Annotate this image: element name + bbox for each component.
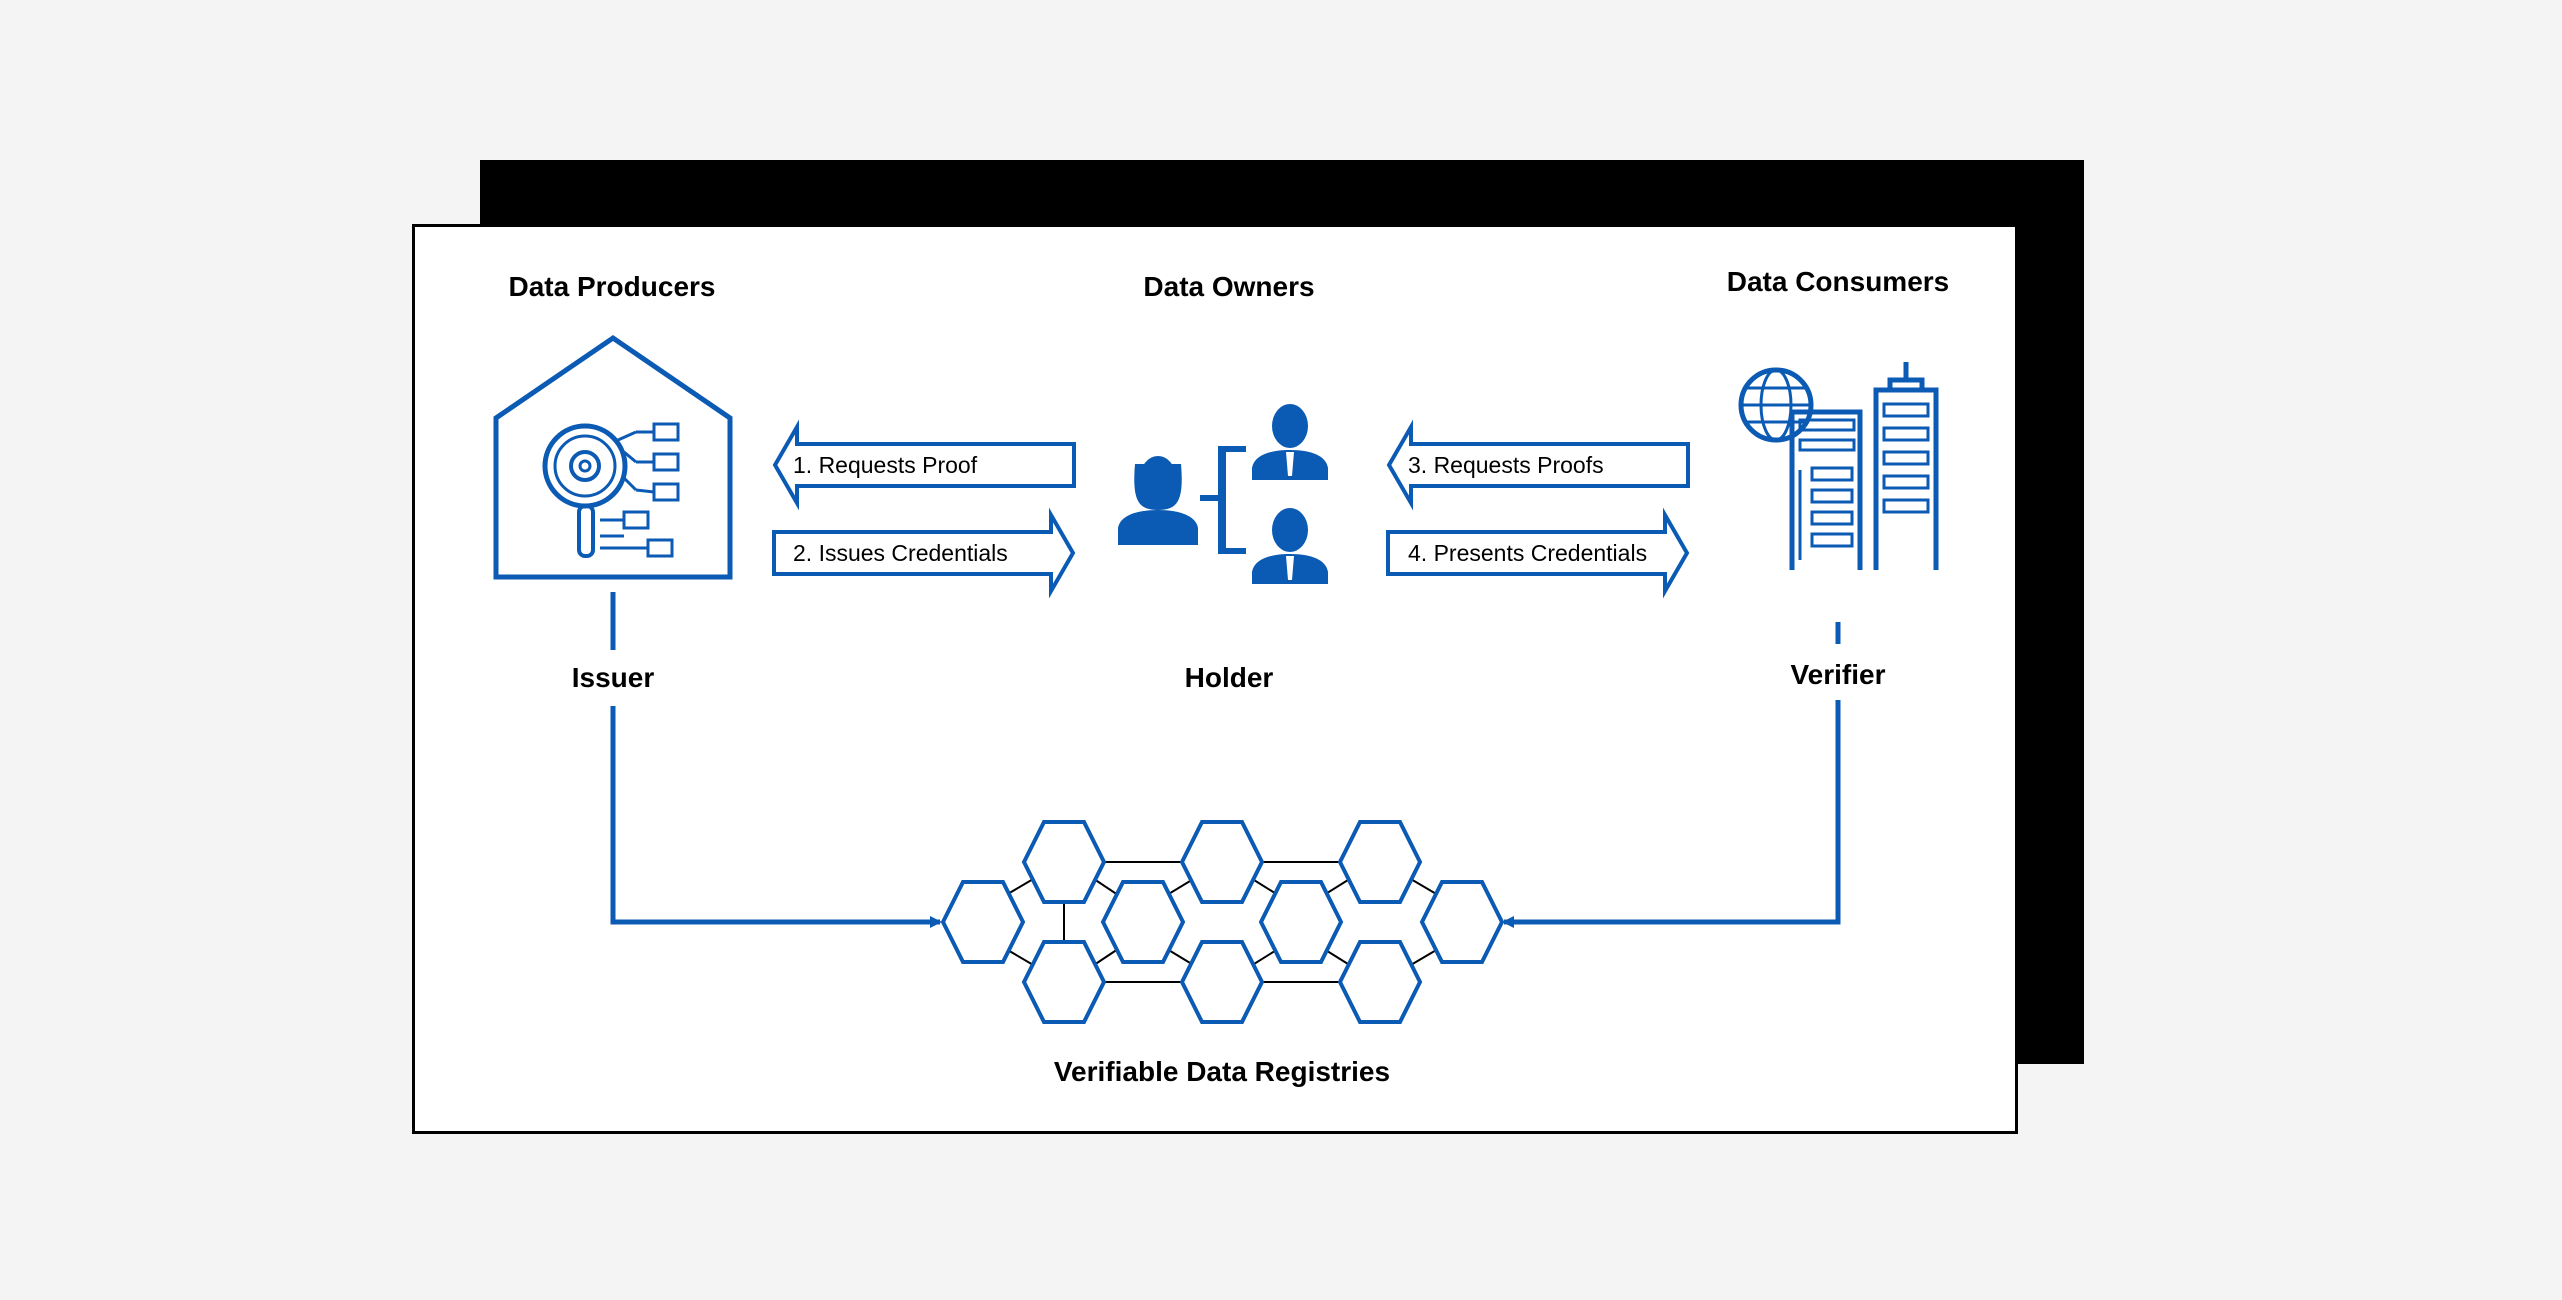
issuer-house-icon: [493, 334, 733, 580]
registry-label: Verifiable Data Registries: [1054, 1056, 1390, 1087]
arrow-presents-credentials: [1386, 507, 1690, 599]
group-label-data-consumers: Data Consumers: [1727, 266, 1950, 297]
role-label-issuer: Issuer: [572, 662, 655, 693]
role-label-holder: Holder: [1185, 662, 1274, 693]
holder-people-icon: [1118, 404, 1328, 584]
holder-ties: [1286, 452, 1294, 580]
flow-label-requests-proofs: 3. Requests Proofs: [1408, 452, 1604, 478]
arrow-requests-proofs: [1386, 419, 1690, 511]
verifier-to-registry-line: [1502, 700, 1841, 928]
verifier-buildings-icon: [1738, 362, 1939, 570]
role-label-verifier: Verifier: [1791, 659, 1886, 690]
flow-label-presents-credentials: 4. Presents Credentials: [1408, 540, 1647, 566]
arrow-issues-credentials: [772, 507, 1076, 599]
group-label-data-producers: Data Producers: [509, 271, 716, 302]
registry-hexagon-node: [1419, 880, 1505, 964]
registry-hexagon-node: [1179, 820, 1265, 904]
registry-hexagon-node: [1337, 940, 1423, 1024]
registry-hexagon-node: [940, 880, 1026, 964]
registry-hexagon-node: [1100, 880, 1186, 964]
registry-hexagon-network: [940, 820, 1505, 1024]
registry-hexagon-node: [1021, 820, 1107, 904]
issuer-to-registry-line: [610, 706, 942, 928]
flow-label-requests-proof: 1. Requests Proof: [793, 452, 978, 478]
arrow-requests-proof: [772, 419, 1076, 511]
registry-hexagon-node: [1337, 820, 1423, 904]
flow-label-issues-credentials: 2. Issues Credentials: [793, 540, 1008, 566]
registry-hexagon-node: [1258, 880, 1344, 964]
group-label-data-owners: Data Owners: [1143, 271, 1314, 302]
registry-hexagon-node: [1179, 940, 1265, 1024]
registry-hexagon-node: [1021, 940, 1107, 1024]
